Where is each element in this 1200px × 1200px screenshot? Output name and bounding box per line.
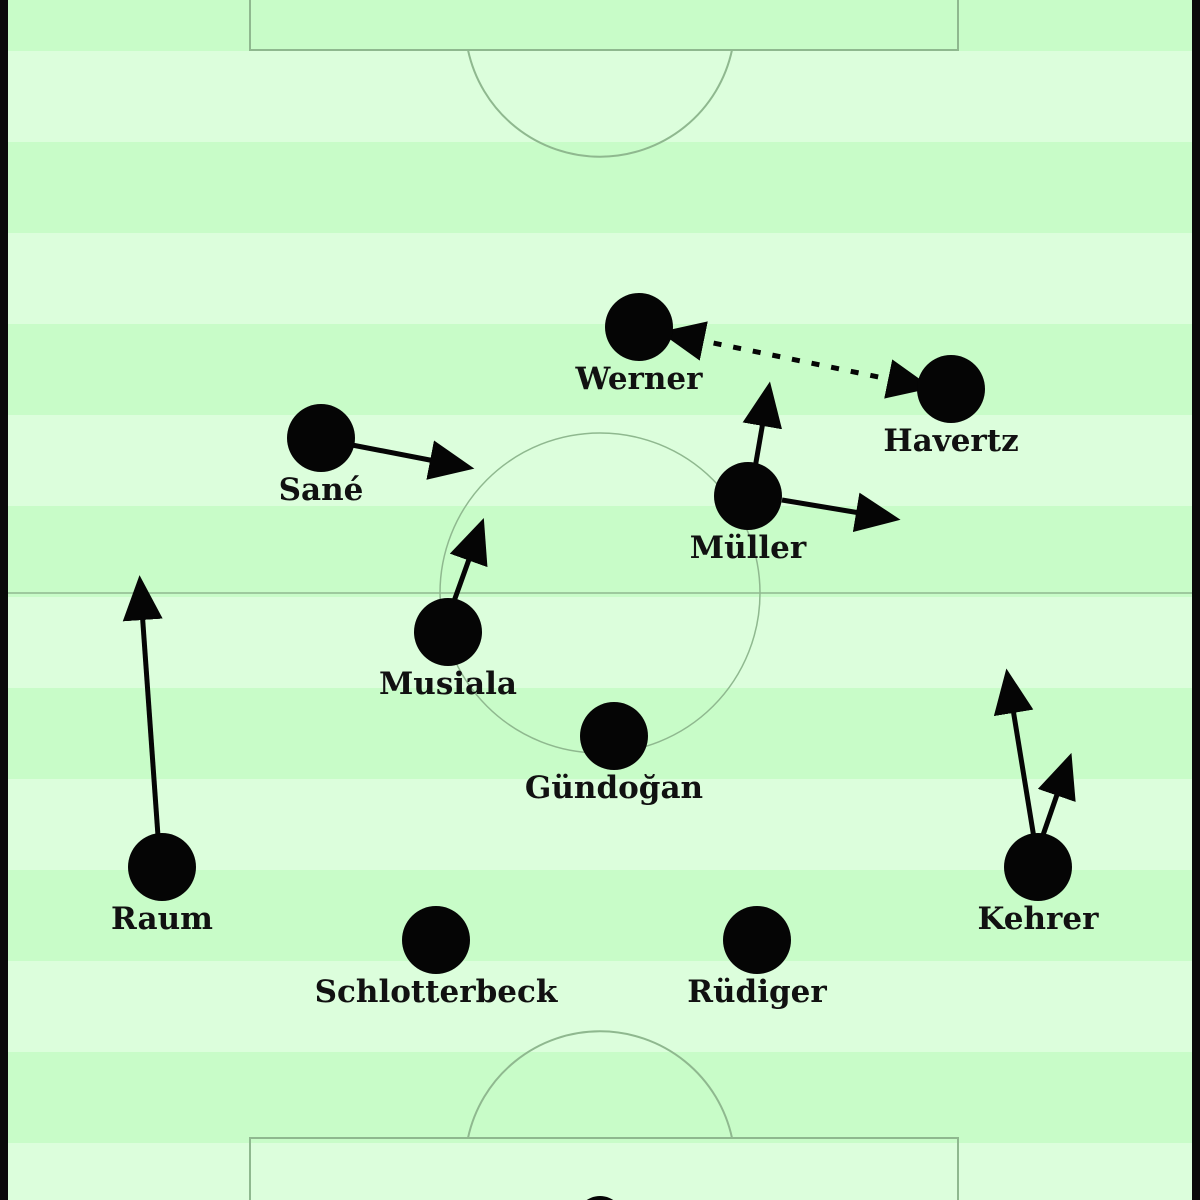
- player-rudiger[interactable]: Rüdiger: [687, 906, 827, 1010]
- player-label: Raum: [111, 901, 213, 937]
- player-sane[interactable]: Sané: [279, 404, 364, 508]
- movement-arrow-musiala: [449, 518, 488, 605]
- player-marker[interactable]: [605, 293, 673, 361]
- pitch-stripe: [0, 506, 1200, 598]
- player-marker[interactable]: [402, 906, 470, 974]
- player-muller[interactable]: Müller: [690, 462, 807, 566]
- pitch-markings: [8, 0, 1192, 1200]
- movement-arrow-kehrer: [1037, 752, 1076, 839]
- player-label: Musiala: [379, 666, 517, 702]
- pitch-stripe: [0, 0, 1200, 52]
- pitch-stripe: [0, 1052, 1200, 1144]
- pitch-stripe: [0, 324, 1200, 416]
- player-label: Müller: [690, 530, 807, 566]
- movement-arrow-kehrer: [993, 668, 1037, 839]
- player-schlotterbeck[interactable]: Schlotterbeck: [315, 906, 559, 1010]
- dotted-arrow-werner-havertz: [659, 321, 933, 399]
- player-marker[interactable]: [287, 404, 355, 472]
- movement-arrow-muller: [781, 492, 901, 533]
- player-marker[interactable]: [917, 355, 985, 423]
- player-gundogan[interactable]: Gündoğan: [525, 702, 703, 806]
- player-marker[interactable]: [128, 833, 196, 901]
- player-label: Gündoğan: [525, 770, 703, 806]
- bottom-penalty-arc: [467, 1030, 733, 1139]
- pitch-stripe: [0, 51, 1200, 143]
- player-label: Werner: [575, 361, 704, 397]
- player-kehrer[interactable]: Kehrer: [978, 833, 1100, 937]
- player-raum[interactable]: Raum: [111, 833, 213, 937]
- top-penalty-arc: [467, 49, 733, 158]
- player-label: Rüdiger: [687, 974, 827, 1010]
- bottom-spot: [586, 1196, 614, 1200]
- player-marker[interactable]: [414, 598, 482, 666]
- player-label: Schlotterbeck: [315, 974, 559, 1010]
- top-penalty-box: [249, 0, 959, 51]
- right-border: [1192, 0, 1200, 1200]
- pitch-stripe: [0, 961, 1200, 1053]
- player-havertz[interactable]: Havertz: [883, 355, 1019, 459]
- pitch-stripe: [0, 779, 1200, 871]
- movement-arrow-muller: [742, 381, 783, 469]
- bottom-penalty-box: [249, 1137, 959, 1200]
- pitch-stripe: [0, 1143, 1200, 1200]
- player-marker[interactable]: [1004, 833, 1072, 901]
- players-layer: WernerHavertzSanéMüllerMusialaGündoğanRa…: [111, 293, 1099, 1010]
- player-marker[interactable]: [580, 702, 648, 770]
- pitch-stripe: [0, 233, 1200, 325]
- player-label: Havertz: [883, 423, 1018, 459]
- pitch-stripe: [0, 415, 1200, 507]
- pitch-stripe: [0, 870, 1200, 962]
- left-border: [0, 0, 8, 1200]
- movement-arrow-sane: [351, 440, 475, 480]
- player-label: Kehrer: [978, 901, 1100, 937]
- movement-arrow-raum: [122, 575, 163, 837]
- player-label: Sané: [279, 472, 364, 508]
- player-marker[interactable]: [714, 462, 782, 530]
- pitch-stripe: [0, 597, 1200, 689]
- player-marker[interactable]: [723, 906, 791, 974]
- movement-arrows: [122, 321, 1076, 839]
- player-musiala[interactable]: Musiala: [379, 598, 517, 702]
- player-werner[interactable]: Werner: [575, 293, 704, 397]
